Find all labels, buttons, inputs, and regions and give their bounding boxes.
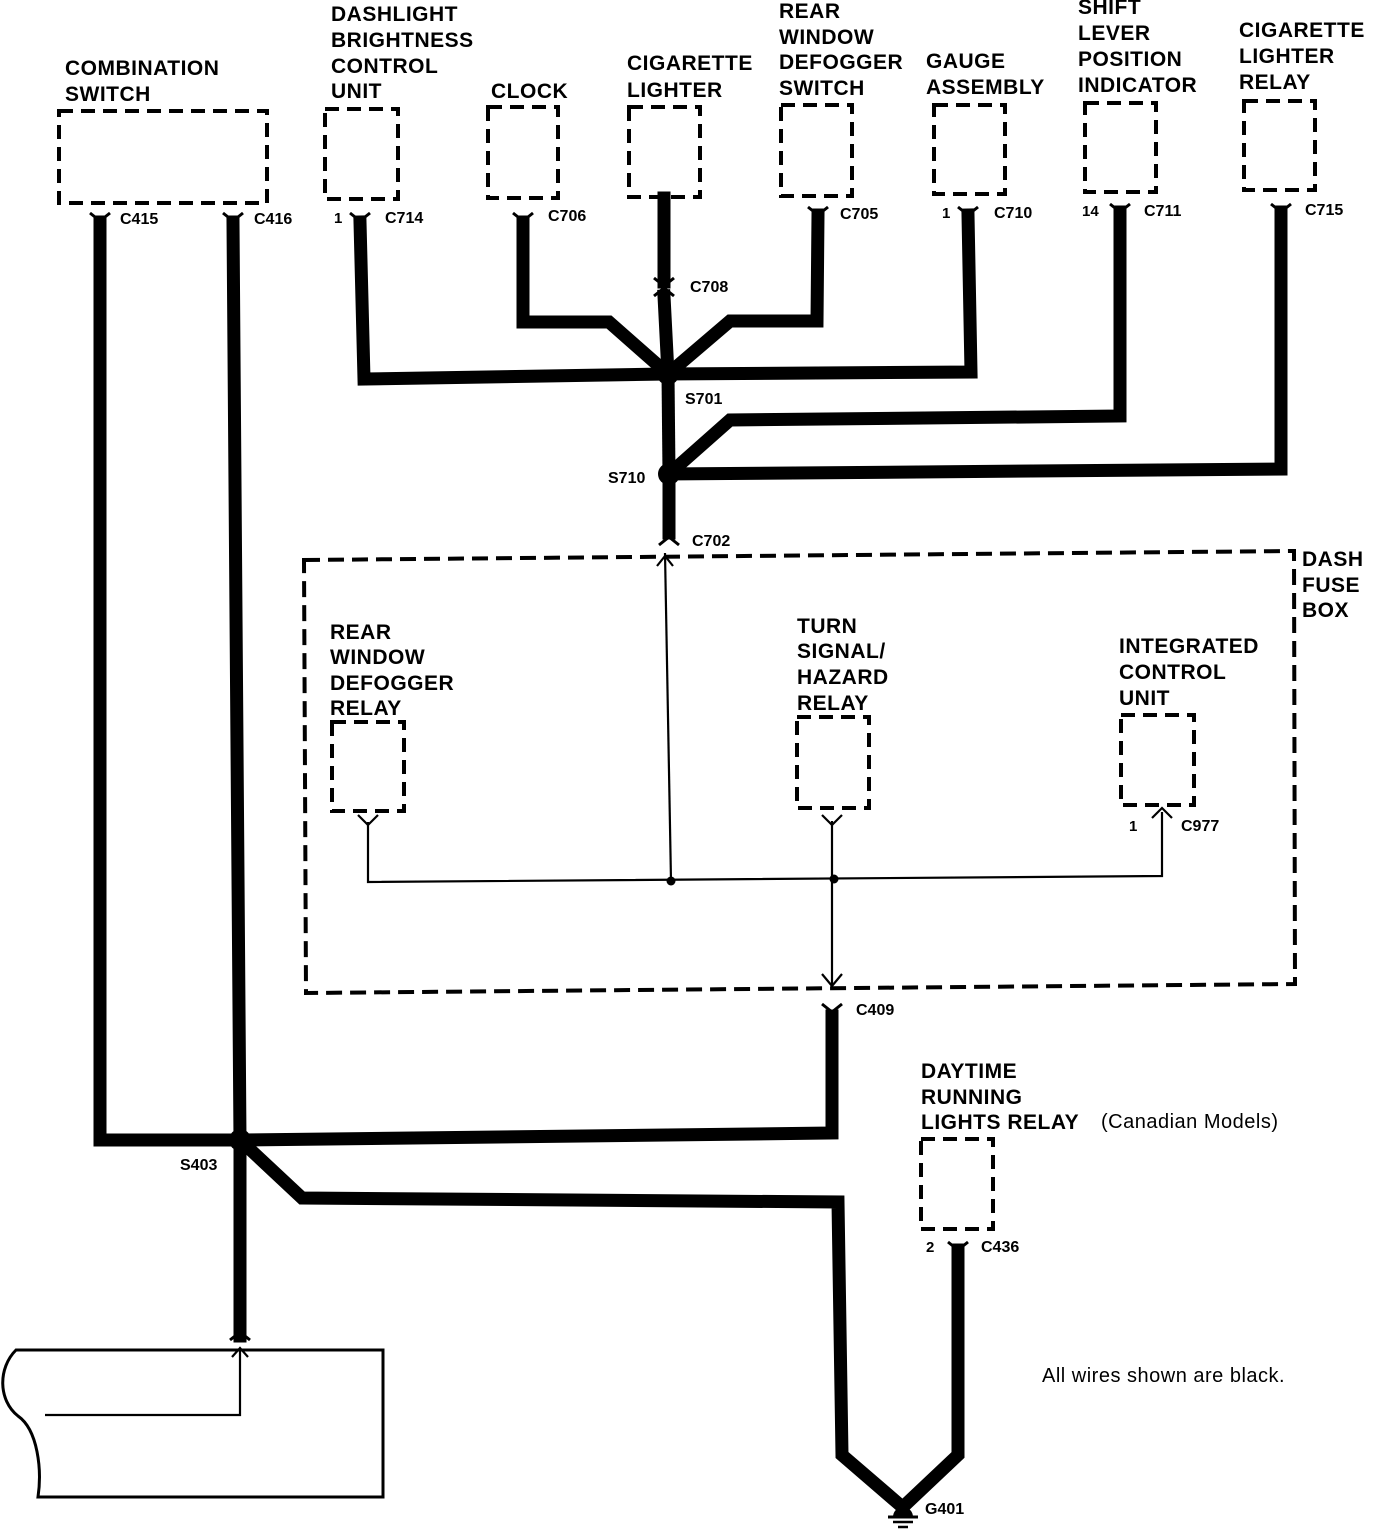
c706-label: C706: [548, 208, 586, 225]
wire-c715: [662, 205, 1288, 481]
splice-s701-dot: [657, 363, 679, 385]
c702-arrow: [656, 554, 674, 567]
wire-s403-ground: [230, 1130, 910, 1515]
integrated-control-unit-label: INTEGRATED CONTROL UNIT: [1119, 635, 1265, 710]
integrated-control-unit-box: [1119, 713, 1196, 807]
c436-label: C436: [981, 1239, 1019, 1256]
c409-label: C409: [856, 1002, 894, 1019]
wire-c702-internal: [663, 552, 673, 882]
wire-c711: [659, 205, 1127, 484]
wire-color-note: All wires shown are black.: [1042, 1365, 1285, 1387]
shift-lever-label: SHIFT LEVER POSITION INDICATOR: [1078, 0, 1197, 97]
cigarette-lighter-relay-label: CIGARETTE LIGHTER RELAY: [1239, 19, 1371, 94]
c714-pin: 1: [334, 210, 342, 227]
dash-fuse-box-label: DASH FUSE BOX: [1302, 548, 1370, 622]
clock-label: CLOCK: [491, 80, 568, 103]
c711-label: C711: [1144, 203, 1181, 220]
c711-pin: 14: [1082, 203, 1099, 220]
c415-label: C415: [120, 211, 158, 228]
rear-defogger-relay-label: REAR WINDOW DEFOGGER RELAY: [330, 621, 461, 720]
c705-label: C705: [840, 206, 878, 223]
cigarette-lighter-label: CIGARETTE LIGHTER: [627, 52, 759, 102]
drl-relay-box: [919, 1137, 995, 1231]
junction-dot-1: [666, 876, 676, 886]
c409-symbol: [821, 1002, 843, 1014]
turn-signal-relay-box: [795, 715, 871, 810]
combination-switch-label: COMBINATION SWITCH: [65, 57, 226, 106]
c409-arrow: [821, 973, 843, 988]
s710-label: S710: [608, 470, 645, 487]
gauge-assembly-box: [932, 103, 1007, 196]
g401-label: G401: [925, 1501, 964, 1518]
c708-symbol-bottom: [653, 286, 675, 298]
wire-c416: [226, 215, 247, 1343]
c702-symbol: [658, 535, 680, 547]
c702-label: C702: [692, 533, 730, 550]
c708-symbol-top: [653, 276, 675, 288]
c715-symbol: [1270, 202, 1292, 214]
splice-s710-dot: [658, 463, 680, 485]
dashlight-box: [323, 107, 400, 201]
wire-c710: [661, 208, 978, 381]
c710-label: C710: [994, 205, 1032, 222]
turn-relay-symbol: [821, 814, 843, 827]
wire-c705: [658, 208, 825, 384]
c715-label: C715: [1305, 202, 1343, 219]
wire-c714: [353, 215, 675, 386]
wire-c436: [895, 1243, 965, 1515]
s701-label: S701: [685, 391, 722, 408]
dashlight-label: DASHLIGHT BRIGHTNESS CONTROL UNIT: [331, 3, 480, 103]
rear-defogger-relay-box: [330, 720, 406, 813]
cigarette-lighter-relay-box: [1242, 99, 1317, 192]
rear-defogger-switch-label: REAR WINDOW DEFOGGER SWITCH: [779, 0, 910, 100]
c714-symbol: [349, 211, 371, 223]
wire-c706: [516, 215, 678, 384]
splice-s403-dot: [229, 1129, 251, 1151]
lower-connector-symbol: [229, 1330, 251, 1342]
clock-box: [486, 105, 560, 200]
c436-symbol: [947, 1240, 969, 1252]
c705-symbol: [807, 205, 829, 217]
wire-s701-s710: [661, 367, 676, 481]
rear-defogger-relay-symbol: [357, 814, 379, 827]
shift-lever-box: [1083, 101, 1158, 194]
connector-symbols: [89, 202, 1292, 1358]
wire-c415: [93, 215, 247, 1147]
c416-symbol: [222, 211, 244, 223]
c706-symbol: [512, 211, 534, 223]
cigarette-lighter-box: [627, 105, 702, 199]
c708-label: C708: [690, 279, 728, 296]
wire-bus: [366, 812, 1164, 884]
c710-symbol: [957, 205, 979, 217]
rear-defogger-switch-box: [779, 103, 854, 198]
dash-fuse-box-outline: [301, 548, 1298, 996]
c416-label: C416: [254, 211, 292, 228]
junction-dot-2: [829, 874, 839, 884]
c977-label: C977: [1181, 818, 1219, 835]
combination-switch-box: [57, 109, 269, 205]
heavy-wires: [93, 191, 1288, 1515]
c436-pin: 2: [926, 1239, 934, 1256]
c415-symbol: [89, 211, 111, 223]
gauge-assembly-label: GAUGE ASSEMBLY: [926, 50, 1045, 99]
c977-pin: 1: [1129, 818, 1137, 835]
wire-lower-left: [45, 1350, 242, 1417]
underdash-fuse-box-outline: [1, 1348, 385, 1499]
wire-c409: [233, 1009, 839, 1147]
c711-symbol: [1109, 202, 1131, 214]
ground-g401-symbol: [888, 1507, 918, 1529]
lower-connector-arrow: [231, 1346, 249, 1358]
turn-signal-relay-label: TURN SIGNAL/ HAZARD RELAY: [797, 615, 895, 715]
drl-relay-note: (Canadian Models): [1101, 1111, 1278, 1133]
wire-c708-s701: [657, 289, 675, 381]
drl-relay-label: DAYTIME RUNNING LIGHTS RELAY: [921, 1060, 1079, 1134]
c714-label: C714: [385, 210, 423, 227]
c977-arrow: [1151, 806, 1173, 819]
c710-pin: 1: [942, 205, 950, 222]
s403-label: S403: [180, 1157, 217, 1174]
internal-wires: [45, 552, 1164, 1417]
